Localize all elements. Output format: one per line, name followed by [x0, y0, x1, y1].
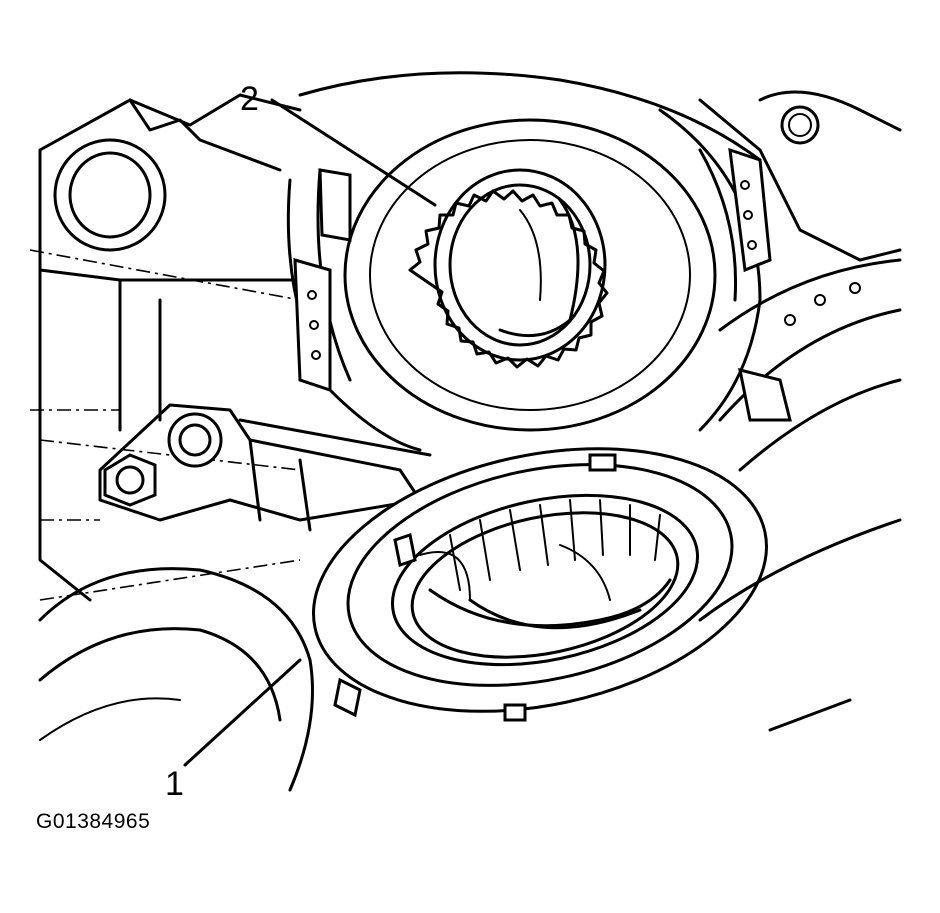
- callout-1-label: 1: [165, 765, 184, 803]
- clutch-plate: [312, 447, 768, 722]
- transmission-case: [29, 71, 902, 602]
- callout-2: 2: [240, 80, 437, 207]
- upper-right-plug: [780, 105, 820, 145]
- upper-left-bore: [53, 138, 167, 252]
- callout-1: 1: [165, 658, 302, 803]
- right-ring: [718, 258, 902, 472]
- callout-2-label: 2: [240, 80, 259, 118]
- bolt-lower: [103, 453, 157, 507]
- clutch-drum: [286, 108, 772, 452]
- bolt-upper: [167, 412, 223, 468]
- gear-hub-assembly: [343, 118, 717, 432]
- lower-right-detail: [698, 518, 902, 732]
- figure-id-label: G01384965: [36, 810, 151, 833]
- lower-left-bore: [38, 567, 314, 792]
